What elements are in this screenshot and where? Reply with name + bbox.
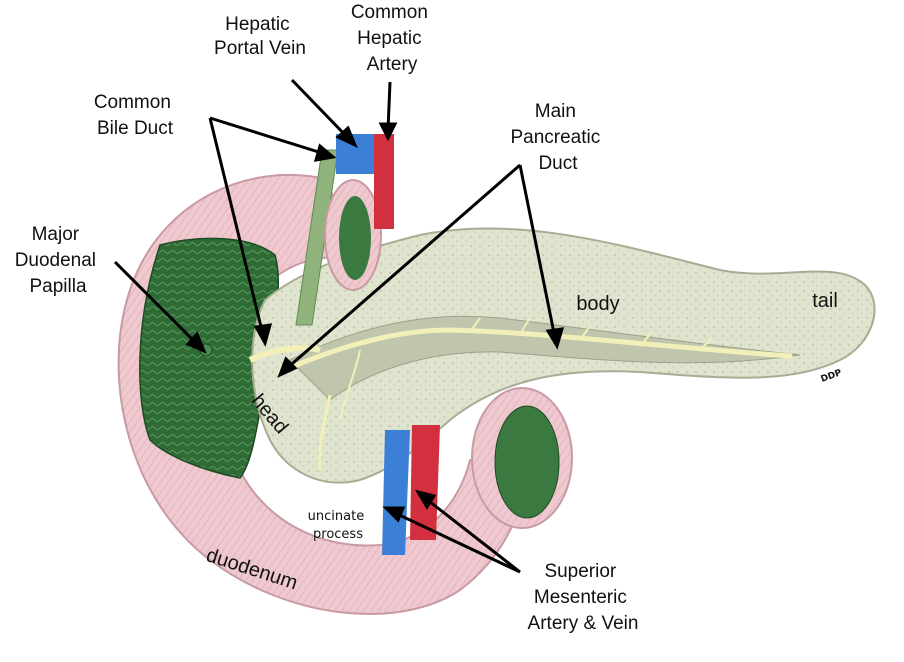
superior-mesenteric-artery <box>410 425 440 540</box>
accessory-duct-branch <box>318 394 332 471</box>
signature-mark: DDP <box>820 368 844 385</box>
duodenal-mucosa <box>139 237 280 479</box>
label-common-hepatic-artery: Common Hepatic Artery <box>351 2 433 75</box>
label-superior-mesenteric: Superior Mesenteric Artery & Vein <box>528 561 639 634</box>
label-common-bile-duct: Common Bile Duct <box>94 92 176 139</box>
common-bile-duct <box>295 149 339 326</box>
label-major-duodenal-papilla: Major Duodenal Papilla <box>15 224 102 297</box>
label-tail: tail <box>812 290 838 312</box>
label-main-pancreatic-duct: Main Pancreatic Duct <box>510 101 605 174</box>
hepatic-portal-vessels <box>295 134 394 326</box>
label-hepatic-portal-vein: Hepatic Portal Vein <box>214 14 306 59</box>
duodenum <box>117 173 532 615</box>
common-hepatic-artery <box>374 134 394 229</box>
label-uncinate-process: uncinate process <box>308 509 369 542</box>
superior-mesenteric-vessels <box>382 425 440 555</box>
pancreatic-duct-channel <box>289 315 801 401</box>
jejunum-cross-section <box>471 387 573 529</box>
label-body: body <box>576 293 619 315</box>
superior-mesenteric-vein <box>382 430 410 555</box>
pancreas <box>248 227 876 484</box>
pointer-lines <box>113 78 565 574</box>
